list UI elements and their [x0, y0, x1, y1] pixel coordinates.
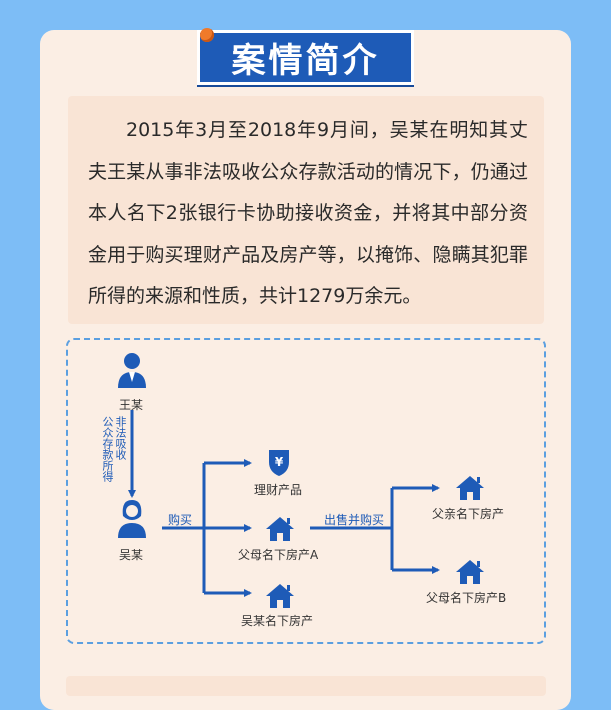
node-wealth: 理财产品: [254, 483, 303, 497]
edge-label-buy: 购买: [168, 513, 193, 527]
edge-label-col2: 公众存款所得: [101, 416, 114, 482]
shield-yuan-icon: ¥: [269, 450, 289, 476]
house-icon: [266, 584, 294, 608]
node-wu: 吴某: [119, 548, 144, 562]
title-banner: 案情简介: [197, 30, 414, 85]
flow-diagram: ¥: [118, 353, 484, 608]
svg-text:¥: ¥: [275, 455, 284, 469]
node-wang: 王某: [119, 398, 144, 412]
pin-icon: [200, 28, 214, 42]
arrow-sell-branch: [310, 484, 440, 574]
summary-box: [68, 96, 544, 324]
node-wu-house: 吴某名下房产: [241, 614, 314, 628]
arrow-buy-branch: [162, 459, 252, 597]
person-female-icon: [118, 500, 146, 538]
edge-label-sell: 出售并购买: [324, 513, 385, 527]
next-section-strip: [66, 676, 546, 696]
node-parents-a: 父母名下房产A: [238, 548, 319, 562]
edge-label-col1: 非法吸收: [114, 416, 127, 460]
page-title: 案情简介: [231, 41, 380, 81]
flow-diagram-frame: [66, 338, 546, 644]
node-father-house: 父亲名下房产: [432, 507, 505, 521]
case-summary: 2015年3月至2018年9月间，吴某在明知其丈夫王某从事非法吸收公众存款活动的…: [88, 119, 528, 307]
node-parents-b: 父母名下房产B: [426, 591, 507, 605]
person-icon: [118, 353, 146, 388]
house-icon: [456, 476, 484, 500]
house-icon: [266, 517, 294, 541]
house-icon: [456, 560, 484, 584]
